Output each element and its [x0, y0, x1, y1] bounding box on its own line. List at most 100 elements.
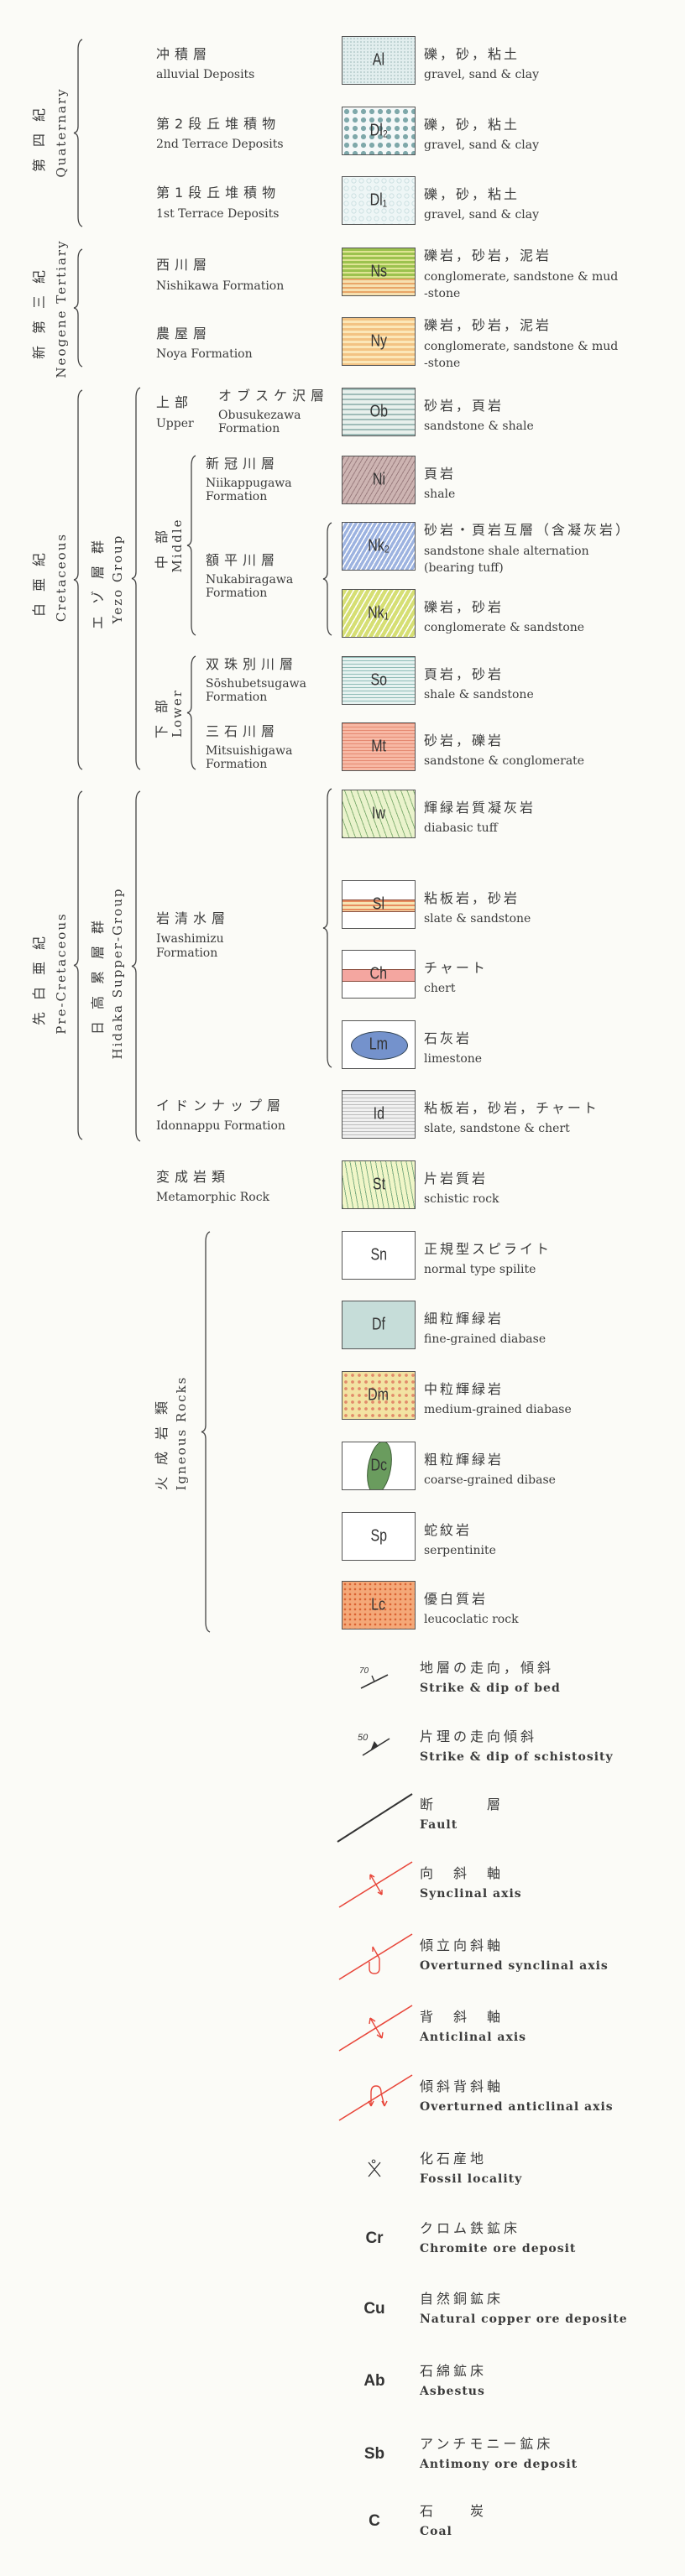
igneous-label-ja: 火成岩類 — [154, 1389, 170, 1491]
fossil-icon — [371, 2159, 376, 2164]
unit-code-text: Dl₁ — [369, 190, 388, 210]
anticlinal-axis-icon — [369, 2017, 384, 2039]
unit-code: Lc — [342, 1596, 415, 1615]
unit-code-text: Lc — [371, 1595, 386, 1614]
unit-description-en: normal type spilite — [424, 1263, 536, 1276]
subdivision-label-ja: 中部 — [154, 518, 170, 570]
unit-description-en: leucoclatic rock — [424, 1613, 519, 1626]
fault-icon — [337, 1793, 413, 1843]
unit-description-ja: 輝緑岩質凝灰岩 — [424, 800, 536, 816]
unit-code-text: Sl — [372, 894, 385, 914]
unit-code: Dl₁ — [342, 191, 415, 211]
unit-description-en: slate, sandstone & chert — [424, 1122, 570, 1135]
fossil-icon — [368, 2161, 381, 2177]
unit-swatch-so: So — [342, 656, 416, 705]
unit-code-text: Mt — [371, 737, 386, 756]
formation-name-ja: 第2段丘堆積物 — [156, 116, 281, 132]
formation-name-ja: イドンナップ層 — [156, 1098, 286, 1113]
unit-description-ja: 砂岩，礫岩 — [424, 733, 505, 748]
unit-description-en: sandstone & shale — [424, 420, 534, 433]
strike-dip-bed-icon — [371, 1675, 375, 1682]
strike-dip-schistosity-icon — [369, 1741, 379, 1752]
brace-neogene — [73, 248, 83, 368]
symbol-name-en: Natural copper ore deposite — [420, 2313, 628, 2326]
group-label-en: Yezo Group — [110, 534, 125, 624]
unit-description-ja: 粘板岩，砂岩，チャート — [424, 1100, 599, 1116]
unit-code-text: Ob — [369, 402, 388, 421]
era-label-en: Neogene Tertiary — [54, 239, 69, 378]
subdivision-label-en: Middle — [170, 518, 185, 573]
unit-code: Ni — [342, 471, 415, 490]
symbol-name-ja: 石綿鉱床 — [420, 2363, 488, 2379]
formation-name-ja: 農屋層 — [156, 326, 212, 342]
formation-name-ja: 双珠別川層 — [206, 656, 299, 672]
formation-name-ja: 第1段丘堆積物 — [156, 185, 281, 201]
brace-yezo-group — [131, 387, 141, 770]
formation-name-en: Formation — [156, 946, 218, 960]
era-label-en: Cretaceous — [54, 532, 69, 623]
formation-name-en: Noya Formation — [156, 347, 253, 361]
deposit-symbol-c: C — [369, 2512, 380, 2530]
unit-swatch-ni: Ni — [342, 456, 416, 504]
brace-quaternary — [73, 39, 83, 227]
formation-name-ja: 三石川層 — [206, 723, 280, 739]
unit-description-ja: 頁岩 — [424, 466, 457, 482]
subdivision-label-ja: 上部 — [156, 394, 194, 410]
unit-code-text: Df — [372, 1315, 385, 1334]
synclinal-axis-icon — [369, 1874, 383, 1895]
unit-swatch-nk1: Nk₁ — [342, 589, 416, 638]
unit-description-en: (bearing tuff) — [424, 561, 504, 575]
group-label-ja: 日高累層群 — [90, 908, 106, 1035]
symbol-name-en: Overturned anticlinal axis — [420, 2100, 614, 2114]
subdivision-label-ja: 下部 — [154, 687, 170, 739]
unit-description-en: conglomerate, sandstone & mud — [424, 270, 619, 284]
symbol-name-en: Anticlinal axis — [420, 2031, 527, 2044]
unit-code: Df — [342, 1316, 415, 1335]
unit-code-text: Sn — [370, 1245, 387, 1265]
symbol-name-en: Chromite ore deposit — [420, 2242, 577, 2255]
unit-description-ja: 優白質岩 — [424, 1591, 489, 1607]
formation-name-ja: 岩清水層 — [156, 910, 231, 926]
unit-code: Al — [342, 51, 415, 70]
formation-name-en: Nukabiragawa — [206, 573, 294, 587]
unit-code: St — [342, 1176, 415, 1195]
symbol-name-en: Overturned synclinal axis — [420, 1959, 609, 1973]
unit-description-ja: 礫岩，砂岩，泥岩 — [424, 248, 552, 263]
unit-code-text: Dl₂ — [369, 121, 388, 140]
brace-nukabiragawa — [322, 522, 332, 636]
symbol-name-en: Asbestus — [420, 2385, 485, 2398]
unit-swatch-sl: Sl — [342, 880, 416, 929]
overturned-synclinal-axis-icon — [369, 1946, 380, 1974]
symbol-name-en: Synclinal axis — [420, 1887, 522, 1901]
unit-code-text: Ch — [369, 964, 388, 983]
formation-name-en: Formation — [206, 691, 268, 704]
formation-name-ja: オブスケ沢層 — [218, 388, 330, 404]
brace-cretaceous — [73, 389, 83, 770]
unit-code-text: So — [370, 670, 387, 690]
unit-description-ja: 砂岩・頁岩互層（含凝灰岩） — [424, 522, 632, 538]
unit-swatch-al: Al — [342, 36, 416, 85]
brace-pre-cretaceous — [73, 790, 83, 1140]
chert-band — [342, 969, 415, 982]
unit-swatch-mt: Mt — [342, 722, 416, 771]
brace-middle — [186, 455, 196, 636]
unit-swatch-ob: Ob — [342, 388, 416, 436]
unit-code-text: Nk₂ — [368, 536, 390, 555]
unit-description-en: -stone — [424, 287, 461, 300]
symbol-name-en: Strike & dip of bed — [420, 1682, 561, 1695]
limestone-lens — [351, 1031, 408, 1060]
era-label-en: Quaternary — [54, 87, 69, 178]
formation-name-en: Iwashimizu — [156, 932, 224, 946]
formation-name-en: Metamorphic Rock — [156, 1191, 270, 1204]
unit-description-en: fine-grained diabase — [424, 1332, 546, 1346]
unit-code: Ns — [342, 263, 415, 282]
unit-swatch-dl1: Dl₁ — [342, 176, 416, 225]
unit-code-text: Iw — [372, 804, 385, 823]
unit-description-ja: 石灰岩 — [424, 1030, 473, 1046]
unit-code: Ob — [342, 403, 415, 422]
symbol-name-ja: 断 層 — [420, 1796, 505, 1812]
unit-description-en: shale — [424, 488, 456, 501]
unit-description-en: schistic rock — [424, 1192, 499, 1206]
formation-name-en: 1st Terrace Deposits — [156, 207, 280, 221]
symbol-name-ja: 傾斜背斜軸 — [420, 2078, 505, 2094]
